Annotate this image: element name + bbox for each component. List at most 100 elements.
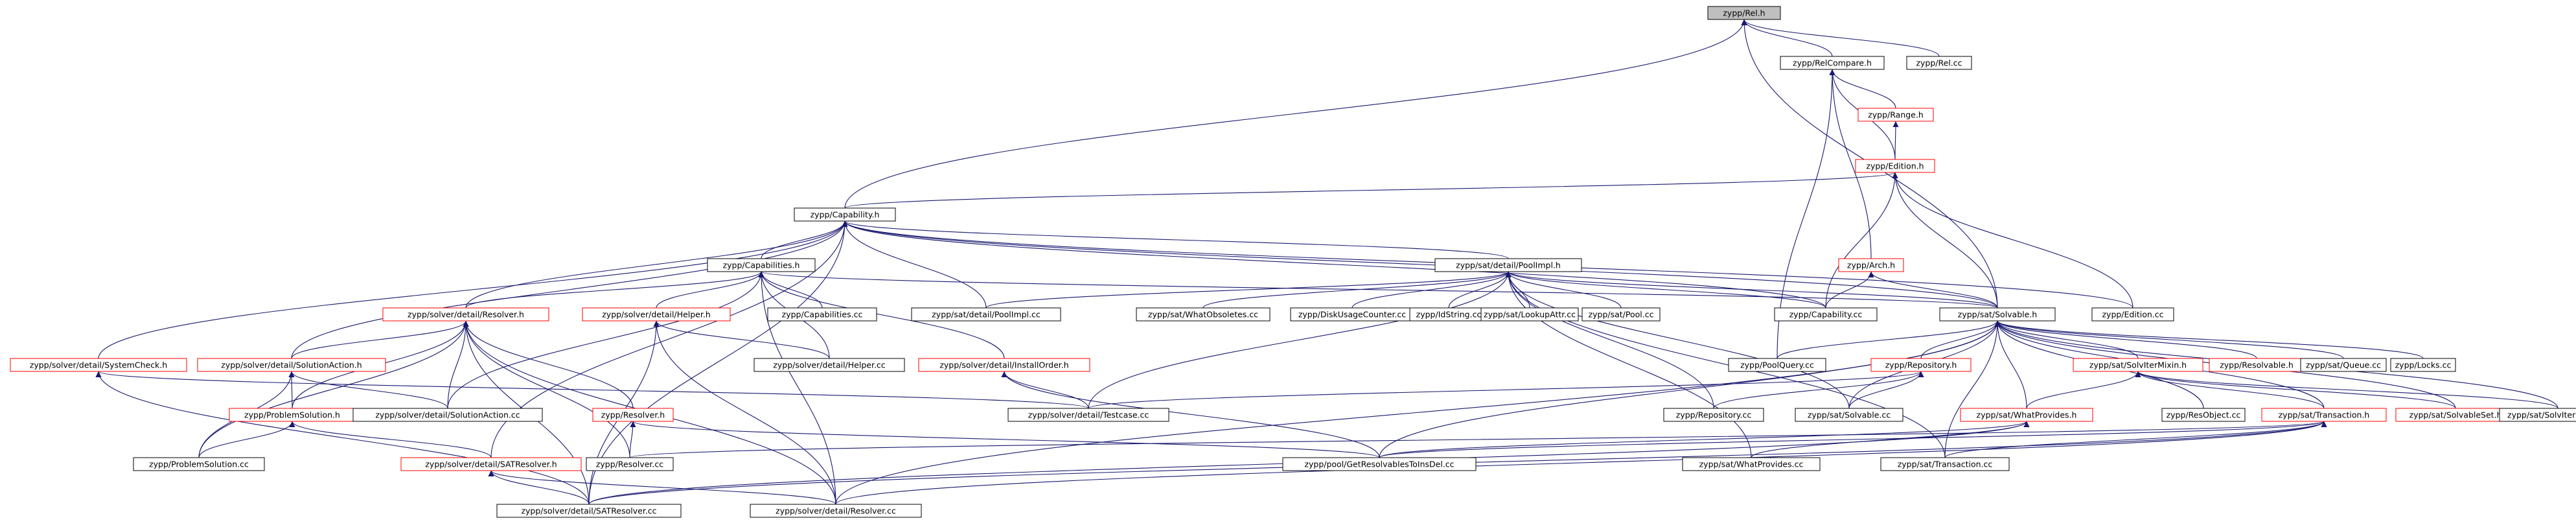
node-poolimpl-h[interactable]: zypp/sat/detail/PoolImpl.h — [1434, 258, 1582, 272]
node-testcase-cc[interactable]: zypp/solver/detail/Testcase.cc — [1007, 408, 1169, 422]
node-box — [1838, 258, 1904, 272]
dependency-edge-rel_cc-to-rel_h — [1741, 19, 1940, 57]
dependency-edge-whatobsoletes_h-to-poolimpl_h — [1202, 271, 1512, 309]
node-label: zypp/ProblemSolution.cc — [149, 460, 249, 469]
dependency-edge-testcase_cc-to-repository_h — [1088, 371, 1924, 409]
node-capabilities-cc[interactable]: zypp/Capabilities.cc — [767, 307, 877, 322]
node-poolquery-cc[interactable]: zypp/PoolQuery.cc — [1728, 358, 1826, 372]
node-repository-h[interactable]: zypp/Repository.h — [1870, 358, 1972, 372]
node-helper-cc[interactable]: zypp/solver/detail/Helper.cc — [753, 358, 905, 372]
node-pool-cc[interactable]: zypp/sat/Pool.cc — [1581, 307, 1661, 322]
node-label: zypp/solver/detail/SATResolver.cc — [521, 506, 656, 516]
dependency-edge-pool_cc-to-poolimpl_h — [1505, 271, 1622, 309]
node-locks-cc[interactable]: zypp/Locks.cc — [2390, 358, 2456, 372]
dependency-edge-transaction_cc-to-solvable_h — [1944, 320, 2001, 458]
node-resolver-cc[interactable]: zypp/Resolver.cc — [586, 457, 674, 471]
node-box — [1880, 457, 2010, 471]
node-label: zypp/RelCompare.h — [1793, 58, 1872, 68]
dependency-edge-capability_cc-to-capability_h — [842, 220, 1826, 309]
node-edition-cc[interactable]: zypp/Edition.cc — [2091, 307, 2174, 322]
node-satresolver-h[interactable]: zypp/solver/detail/SATResolver.h — [400, 457, 582, 471]
node-whatprovides-cc[interactable]: zypp/sat/WhatProvides.cc — [1682, 457, 1821, 471]
node-solutionaction-cc[interactable]: zypp/solver/detail/SolutionAction.cc — [352, 408, 543, 422]
dependency-edge-solvableset_h-to-solvitermixin_h — [2135, 371, 2456, 409]
node-solvable-h[interactable]: zypp/sat/Solvable.h — [1939, 307, 2056, 322]
dependency-edge-testcase_cc-to-installorder_h — [1001, 371, 1089, 409]
node-transaction-cc[interactable]: zypp/sat/Transaction.cc — [1880, 457, 2010, 471]
node-label: zypp/solver/detail/SolutionAction.cc — [375, 410, 520, 420]
node-label: zypp/solver/detail/SATResolver.h — [425, 460, 557, 469]
node-resolver-detail-h[interactable]: zypp/solver/detail/Resolver.h — [382, 307, 549, 322]
node-satresolver-cc[interactable]: zypp/solver/detail/SATResolver.cc — [496, 504, 682, 518]
dependency-edge-solutionaction_h-to-capability_h — [291, 220, 848, 359]
node-label: zypp/IdString.cc — [1416, 310, 1482, 320]
node-label: zypp/sat/WhatObsoletes.cc — [1148, 310, 1258, 320]
node-label: zypp/Capability.cc — [1789, 310, 1863, 320]
node-rel-cc[interactable]: zypp/Rel.cc — [1906, 56, 1972, 70]
node-resolvable-h[interactable]: zypp/Resolvable.h — [2209, 358, 2305, 372]
dependency-edge-queue_cc-to-solvable_h — [1994, 320, 2344, 359]
node-box — [1136, 307, 1271, 322]
node-helper-h[interactable]: zypp/solver/detail/Helper.h — [582, 307, 731, 322]
dependency-edge-capability_cc-to-poolimpl_h — [1505, 271, 1826, 309]
node-resolver-detail-cc[interactable]: zypp/solver/detail/Resolver.cc — [750, 504, 922, 518]
node-box — [133, 457, 265, 471]
node-label: zypp/Capabilities.h — [723, 261, 800, 270]
node-getresolvables-cc[interactable]: zypp/pool/GetResolvablesToInsDel.cc — [1282, 457, 1477, 471]
node-label: zypp/sat/Queue.cc — [2306, 360, 2381, 370]
node-solvableset-h[interactable]: zypp/sat/SolvableSet.h — [2395, 408, 2516, 422]
node-label: zypp/sat/LookupAttr.cc — [1484, 310, 1576, 320]
node-label: zypp/DiskUsageCounter.cc — [1298, 310, 1406, 320]
node-solutionaction-h[interactable]: zypp/solver/detail/SolutionAction.h — [197, 358, 386, 372]
dependency-edge-problemsolution_cc-to-resolver_detail_h — [198, 320, 469, 458]
node-resolver-h[interactable]: zypp/Resolver.h — [592, 408, 674, 422]
node-label: zypp/sat/detail/PoolImpl.cc — [932, 310, 1041, 320]
node-whatobsoletes-h[interactable]: zypp/sat/WhatObsoletes.cc — [1136, 307, 1271, 322]
node-capability-cc[interactable]: zypp/Capability.cc — [1774, 307, 1878, 322]
node-whatprovides-h[interactable]: zypp/sat/WhatProvides.h — [1960, 408, 2093, 422]
node-solvitermixin-cc[interactable]: zypp/sat/SolvIterMixin.cc — [2499, 408, 2576, 422]
node-box — [1007, 408, 1169, 422]
node-poolimpl-cc[interactable]: zypp/sat/detail/PoolImpl.cc — [911, 307, 1061, 322]
node-arch-h[interactable]: zypp/Arch.h — [1838, 258, 1904, 272]
dependency-edge-solvable_h-to-capabilities_h — [759, 271, 1998, 309]
node-solvable-cc[interactable]: zypp/sat/Solvable.cc — [1795, 408, 1903, 422]
dependency-edge-testcase_cc-to-systemcheck_h — [96, 371, 1089, 409]
node-installorder-h[interactable]: zypp/solver/detail/InstallOrder.h — [918, 358, 1090, 372]
node-box — [1774, 307, 1878, 322]
dependency-edge-solvitermixin_h-to-solvable_h — [1994, 320, 2139, 359]
node-box — [2390, 358, 2456, 372]
node-capabilities-h[interactable]: zypp/Capabilities.h — [707, 258, 816, 272]
dependency-edge-repository_cc-to-repository_h — [1713, 371, 1924, 409]
node-label: zypp/Resolver.h — [601, 410, 665, 420]
node-box — [767, 307, 877, 322]
node-lookupattr-cc[interactable]: zypp/sat/LookupAttr.cc — [1480, 307, 1579, 322]
node-box — [2161, 408, 2246, 422]
node-box — [1434, 258, 1582, 272]
node-box — [400, 457, 582, 471]
node-repository-cc[interactable]: zypp/Repository.cc — [1663, 408, 1764, 422]
dependency-edge-satresolver_cc-to-satresolver_h — [488, 470, 590, 505]
dependency-edge-installorder_h-to-capabilities_h — [758, 271, 1005, 359]
node-capability-h[interactable]: zypp/Capability.h — [794, 207, 896, 222]
node-box — [582, 307, 731, 322]
node-systemcheck-h[interactable]: zypp/solver/detail/SystemCheck.h — [10, 358, 187, 372]
node-range-h[interactable]: zypp/Range.h — [1857, 108, 1934, 122]
node-solvitermixin-h[interactable]: zypp/sat/SolvIterMixin.h — [2073, 358, 2203, 372]
node-idstring-cc[interactable]: zypp/IdString.cc — [1409, 307, 1488, 322]
node-problemsolution-cc[interactable]: zypp/ProblemSolution.cc — [133, 457, 265, 471]
node-queue-cc[interactable]: zypp/sat/Queue.cc — [2300, 358, 2387, 372]
dependency-edge-resolvable_h-to-solvable_h — [1994, 320, 2257, 359]
node-diskusagecounter-cc[interactable]: zypp/DiskUsageCounter.cc — [1290, 307, 1414, 322]
dependency-edge-getresolvables_cc-to-whatprovides_h — [1379, 421, 2030, 458]
node-relcompare-h[interactable]: zypp/RelCompare.h — [1780, 56, 1885, 70]
node-edition-h[interactable]: zypp/Edition.h — [1855, 159, 1935, 173]
node-transaction-h[interactable]: zypp/sat/Transaction.h — [2261, 408, 2387, 422]
node-problemsolution-h[interactable]: zypp/ProblemSolution.h — [229, 408, 356, 422]
node-box — [1663, 408, 1764, 422]
node-recobject-cc[interactable]: zypp/ResObject.cc — [2161, 408, 2246, 422]
dependency-edge-idstring_cc-to-poolimpl_h — [1448, 271, 1512, 309]
node-label: zypp/Edition.cc — [2102, 310, 2163, 320]
dependency-edge-satresolver_h-to-capability_h — [490, 220, 848, 458]
node-label: zypp/Resolver.cc — [596, 460, 663, 469]
